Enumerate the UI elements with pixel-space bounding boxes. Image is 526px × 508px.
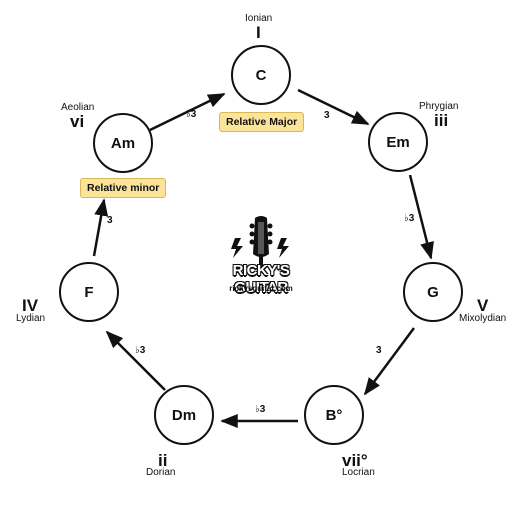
mode-label-ionian: Ionian <box>245 13 273 24</box>
guitar-headstock-icon <box>231 216 289 268</box>
interval-em-to-g: ♭3 <box>404 213 415 224</box>
arrow-c-to-em <box>297 88 370 126</box>
chord-label-am: Am <box>110 134 136 152</box>
roman-numeral-v: V <box>477 296 489 315</box>
chord-node-em: Em <box>368 112 428 172</box>
roman-numeral-iii: iii <box>434 111 449 130</box>
roman-numeral-vii-dim: vii° <box>342 451 368 470</box>
chord-node-g: G <box>403 262 463 322</box>
mode-label-aeolian: Aeolian <box>61 102 95 113</box>
roman-numeral-i: I <box>256 23 261 42</box>
interval-dm-to-f: ♭3 <box>135 345 146 356</box>
chord-node-dm: Dm <box>154 385 214 445</box>
roman-numeral-iv: IV <box>22 296 39 315</box>
mode-label-dorian: Dorian <box>146 467 176 478</box>
arrow-g-to-b <box>363 327 416 396</box>
arrow-f-to-am <box>92 198 109 257</box>
rickys-guitar-logo: RICKY'S GUITAR rickysguitar.com <box>205 214 317 298</box>
chord-node-f: F <box>59 262 119 322</box>
chord-label-f: F <box>84 283 94 301</box>
interval-g-to-b: 3 <box>376 345 382 356</box>
logo-title: RICKY'S GUITAR <box>232 262 290 296</box>
arrow-dm-to-f <box>105 330 166 391</box>
chord-label-g: G <box>427 283 439 301</box>
roman-numeral-ii: ii <box>158 451 168 470</box>
arrow-em-to-g <box>408 174 434 260</box>
chord-label-c: C <box>255 66 267 84</box>
roman-numeral-vi: vi <box>70 112 85 131</box>
chord-node-c: C <box>231 45 291 105</box>
relative-major-badge: Relative Major <box>219 112 305 132</box>
interval-c-to-em: 3 <box>324 110 330 121</box>
mode-label-phrygian: Phrygian <box>419 101 459 112</box>
mode-label-lydian: Lydian <box>16 313 46 324</box>
mode-label-locrian: Locrian <box>342 467 375 478</box>
relative-minor-badge: Relative minor <box>80 178 167 198</box>
mode-label-mixolydian: Mixolydian <box>459 313 507 324</box>
interval-am-to-c: ♭3 <box>186 109 197 120</box>
chord-label-dm: Dm <box>171 406 197 424</box>
interval-b-to-dm: ♭3 <box>255 404 266 415</box>
chord-label-em: Em <box>386 133 410 151</box>
arrow-am-to-c <box>149 92 226 132</box>
chord-node-b-dim: B° <box>304 385 364 445</box>
chord-label-b-dim: B° <box>325 406 343 424</box>
logo-url: rickysguitar.com <box>229 284 293 293</box>
chord-node-am: Am <box>93 113 153 173</box>
interval-f-to-am: 3 <box>107 215 113 226</box>
